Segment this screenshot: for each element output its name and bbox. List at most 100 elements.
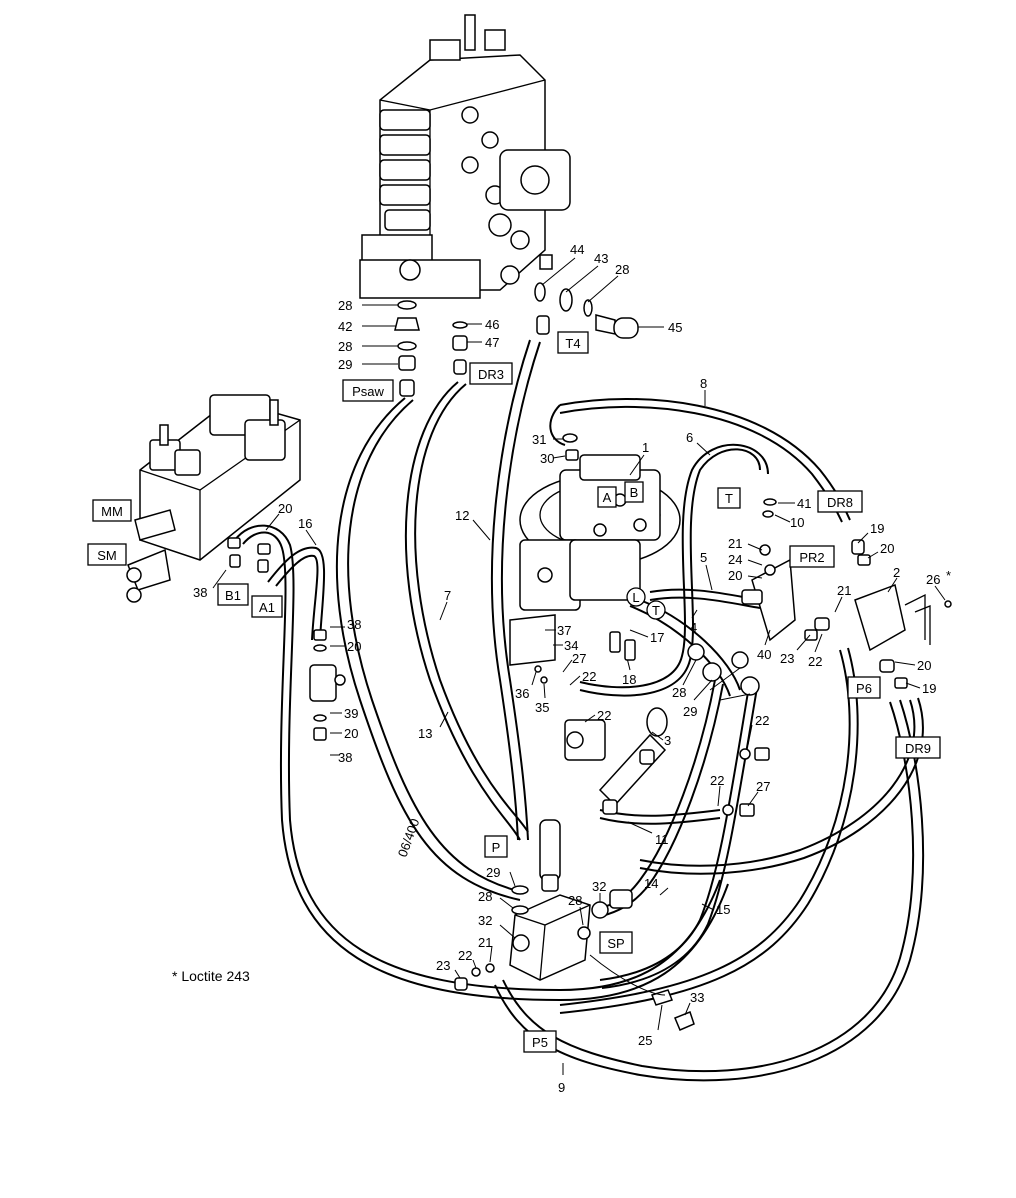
hoses bbox=[234, 339, 925, 1082]
callout-24: 24 bbox=[728, 552, 742, 567]
cylinder-3 bbox=[598, 707, 668, 815]
svg-text:DR9: DR9 bbox=[905, 741, 931, 756]
callout-6: 6 bbox=[686, 430, 693, 445]
svg-text:MM: MM bbox=[101, 504, 123, 519]
hose-dr9 bbox=[639, 697, 924, 875]
callout-16: 16 bbox=[298, 516, 312, 531]
callout-21: 21 bbox=[837, 583, 851, 598]
callout-35: 35 bbox=[535, 700, 549, 715]
callout-8: 8 bbox=[700, 376, 707, 391]
callout-32: 32 bbox=[478, 913, 492, 928]
callout-4: 4 bbox=[690, 620, 697, 635]
callout-34: 34 bbox=[564, 638, 578, 653]
port-mm: MM bbox=[92, 499, 132, 522]
port-a1: A1 bbox=[251, 595, 283, 618]
port-tags: Psaw DR3 T4 A B T DR8 PR2 bbox=[87, 331, 941, 1053]
fittings-22-27 bbox=[722, 747, 770, 817]
hose-20-loop bbox=[234, 524, 729, 1002]
svg-text:L: L bbox=[632, 590, 639, 605]
callout-28: 28 bbox=[672, 685, 686, 700]
fitting-stack-left bbox=[394, 300, 420, 397]
port-p5: P5 bbox=[523, 1030, 557, 1053]
main-valve-bank bbox=[359, 14, 571, 299]
svg-text:T: T bbox=[652, 603, 660, 618]
callout-29: 29 bbox=[338, 357, 352, 372]
callout-36: 36 bbox=[515, 686, 529, 701]
callout-46: 46 bbox=[485, 317, 499, 332]
callout-33: 33 bbox=[690, 990, 704, 1005]
callout-26: 26 bbox=[926, 572, 940, 587]
port-b1: B1 bbox=[217, 583, 249, 606]
port-psaw: Psaw bbox=[342, 379, 394, 402]
port-p6: P6 bbox=[847, 676, 881, 699]
callout-20: 20 bbox=[880, 541, 894, 556]
valve-spools bbox=[379, 106, 530, 285]
callout-28: 28 bbox=[338, 298, 352, 313]
callout-2: 2 bbox=[893, 565, 900, 580]
svg-text:SP: SP bbox=[607, 936, 624, 951]
callout-26-star: * bbox=[946, 568, 951, 583]
svg-text:DR3: DR3 bbox=[478, 367, 504, 382]
callout-31: 31 bbox=[532, 432, 546, 447]
hose-11 bbox=[599, 809, 721, 825]
port-dr3: DR3 bbox=[469, 362, 513, 385]
callout-22: 22 bbox=[808, 654, 822, 669]
callout-7: 7 bbox=[444, 588, 451, 603]
callout-20: 20 bbox=[347, 639, 361, 654]
port-t: T bbox=[717, 487, 741, 509]
loctite-note: * Loctite 243 bbox=[172, 968, 250, 984]
port-pr2: PR2 bbox=[789, 545, 835, 568]
callout-22: 22 bbox=[582, 669, 596, 684]
callout-9: 9 bbox=[558, 1080, 565, 1095]
callout-18: 18 bbox=[622, 672, 636, 687]
callout-38: 38 bbox=[347, 617, 361, 632]
callout-11: 11 bbox=[655, 832, 669, 847]
callout-20: 20 bbox=[917, 658, 931, 673]
callout-20: 20 bbox=[344, 726, 358, 741]
callout-43: 43 bbox=[594, 251, 608, 266]
fitting-stack-center bbox=[452, 321, 468, 375]
callout-22: 22 bbox=[710, 773, 724, 788]
port-a: A bbox=[597, 486, 617, 508]
callout-37: 37 bbox=[557, 623, 571, 638]
callout-20: 20 bbox=[728, 568, 742, 583]
callout-28: 28 bbox=[338, 339, 352, 354]
hose-9 bbox=[494, 699, 925, 1082]
port-t4: T4 bbox=[557, 331, 589, 354]
callout-22: 22 bbox=[597, 708, 611, 723]
callout-38: 38 bbox=[193, 585, 207, 600]
fitting-row-t4 bbox=[534, 282, 639, 339]
callout-39: 39 bbox=[344, 706, 358, 721]
hose-13 bbox=[404, 381, 529, 841]
callout-13: 13 bbox=[418, 726, 432, 741]
port-t-circle: T bbox=[646, 600, 666, 620]
lower-manifold bbox=[454, 819, 695, 1031]
svg-text:A1: A1 bbox=[259, 600, 275, 615]
svg-text:B: B bbox=[630, 485, 639, 500]
hose-15 bbox=[599, 679, 759, 989]
callout-22: 22 bbox=[458, 948, 472, 963]
svg-text:A: A bbox=[603, 490, 612, 505]
svg-text:Psaw: Psaw bbox=[352, 384, 384, 399]
callout-22: 22 bbox=[755, 713, 769, 728]
plate-34 bbox=[509, 614, 556, 684]
callout-30: 30 bbox=[540, 451, 554, 466]
port-l: L bbox=[626, 587, 646, 607]
callout-45: 45 bbox=[668, 320, 682, 335]
port-sp: SP bbox=[599, 931, 633, 954]
drawing-ref: 06/400 bbox=[395, 817, 423, 859]
callout-3: 3 bbox=[664, 733, 671, 748]
svg-text:P5: P5 bbox=[532, 1035, 548, 1050]
callout-25: 25 bbox=[638, 1033, 652, 1048]
callout-1: 1 bbox=[642, 440, 649, 455]
callout-38: 38 bbox=[338, 750, 352, 765]
callout-12: 12 bbox=[455, 508, 469, 523]
left-valve-block bbox=[126, 394, 301, 603]
callout-10: 10 bbox=[790, 515, 804, 530]
notes: * Loctite 243 06/400 bbox=[172, 817, 422, 984]
callout-17: 17 bbox=[650, 630, 664, 645]
callout-28: 28 bbox=[478, 889, 492, 904]
callout-19: 19 bbox=[870, 521, 884, 536]
port-dr9: DR9 bbox=[895, 736, 941, 759]
